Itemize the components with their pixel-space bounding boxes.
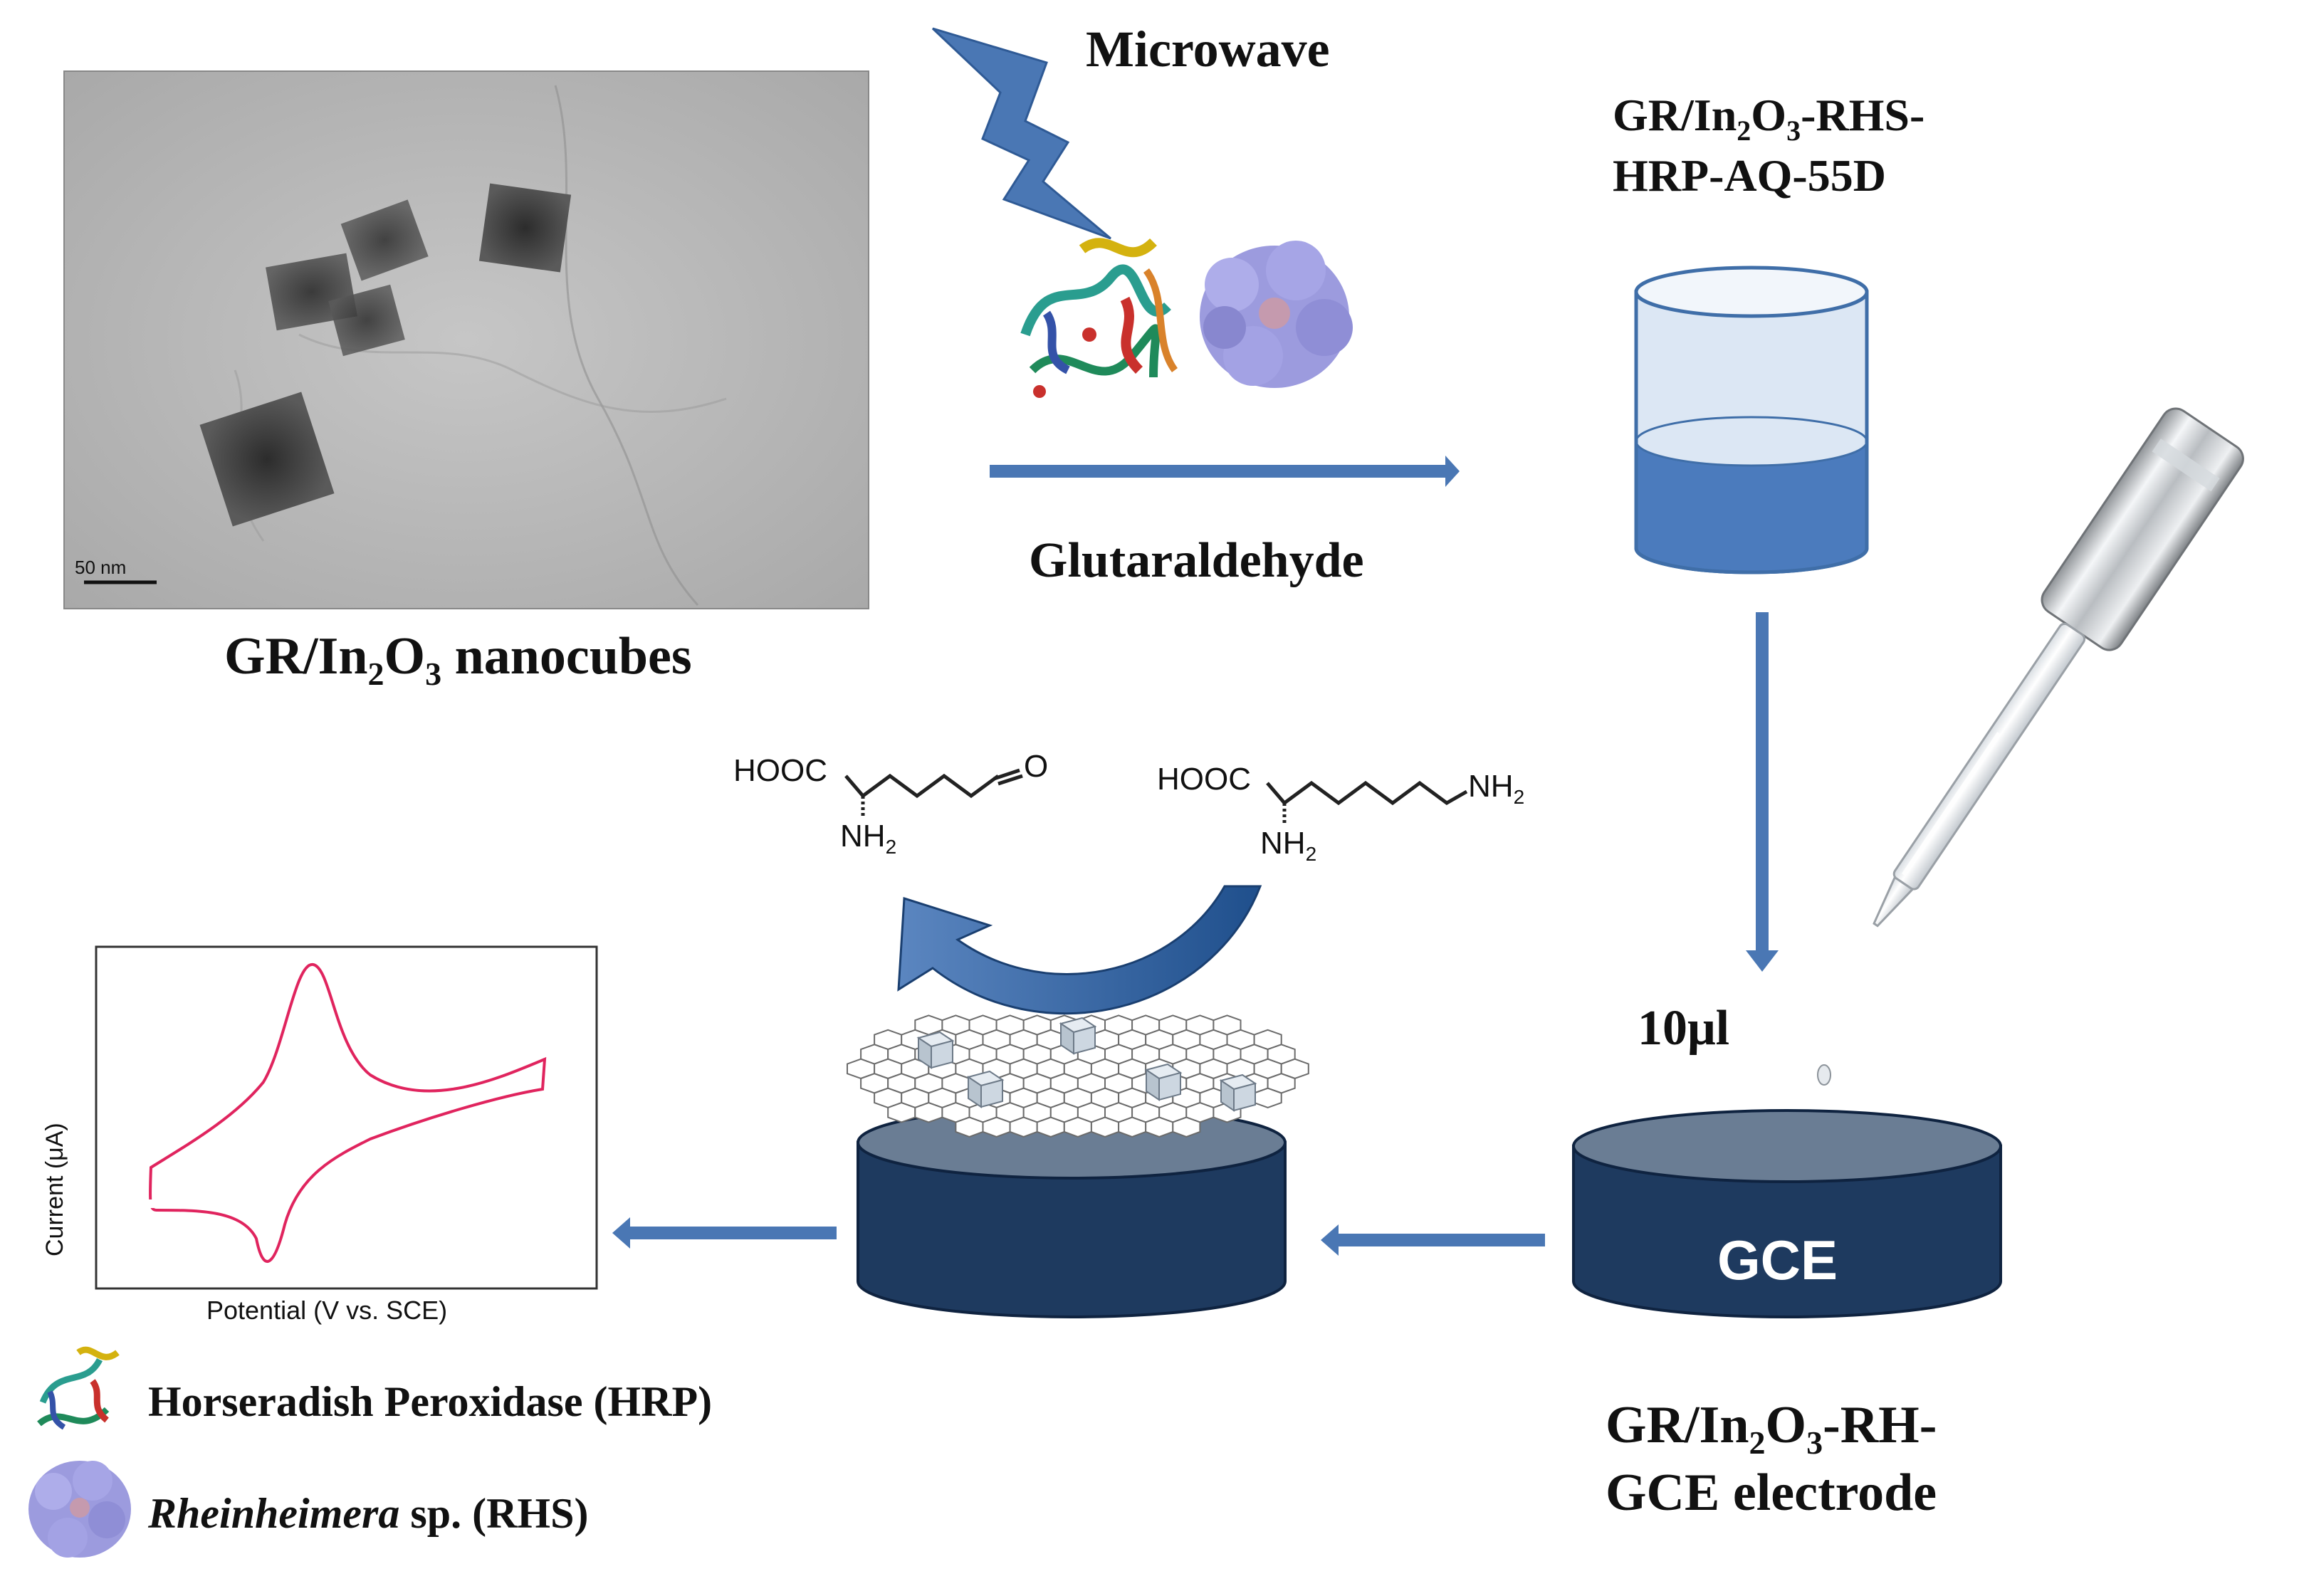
electrode-label-line1: GR/In2O3-RH- <box>1606 1395 1937 1461</box>
solution-subscript: 2 <box>1737 114 1751 147</box>
nanocube <box>478 183 572 273</box>
microwave-label: Microwave <box>1086 21 1330 78</box>
in2o3-cube-icon <box>916 1017 1257 1112</box>
legend-hrp-text: Horseradish Peroxidase (HRP) <box>148 1378 713 1425</box>
substrate-amine-text: NH <box>1260 826 1306 861</box>
arrow-right-top <box>990 456 1460 487</box>
lightning-bolt-icon <box>931 27 1111 240</box>
legend-hrp-icon <box>37 1346 120 1430</box>
solution-label-part: GR/In <box>1613 90 1737 140</box>
gce-label: GCE <box>1717 1229 1838 1291</box>
graphene-hexagon <box>982 1116 1011 1138</box>
graphene-hexagon <box>955 1116 984 1138</box>
scale-bar-label: 50 nm <box>75 557 127 578</box>
nanocube <box>199 392 335 527</box>
cv-xlabel: Potential (V vs. SCE) <box>206 1296 448 1325</box>
graphene-hexagon <box>1090 1116 1120 1138</box>
legend-rhs-icon <box>28 1461 131 1558</box>
substrate-amine-label: NH2 <box>1260 826 1316 866</box>
hrp-protein-icon <box>1020 238 1178 398</box>
solution-label-part: O <box>1751 90 1787 140</box>
substrate-acid-label: HOOC <box>1157 762 1251 797</box>
nanocubes-label-part: GR/In <box>224 627 368 686</box>
arrow-left-bottom <box>612 1217 837 1249</box>
arrow-left-middle <box>1321 1224 1545 1256</box>
solution-subscript: 3 <box>1786 114 1801 147</box>
rhs-protein-icon <box>1200 241 1353 388</box>
nanocube <box>328 284 405 357</box>
substrate-terminal-amine-label: NH2 <box>1468 769 1524 809</box>
substrate-amine-subscript: 2 <box>1305 842 1317 865</box>
product-acid-label: HOOC <box>733 753 827 788</box>
legend-rhs-label: Rheinheimera sp. (RHS) <box>148 1489 588 1538</box>
product-carbonyl-label: O <box>1024 749 1049 784</box>
electrode-label-line2: GCE electrode <box>1606 1464 1937 1522</box>
electrode-label-part: -RH- <box>1823 1396 1937 1454</box>
cv-plot <box>95 945 598 1290</box>
graphene-hexagon <box>1009 1116 1038 1138</box>
legend-rhs-text: sp. (RHS) <box>399 1490 589 1537</box>
product-amine-text: NH <box>840 819 886 854</box>
solution-label-part: -RHS- <box>1801 90 1925 140</box>
graphene-hexagon <box>1118 1116 1147 1138</box>
product-structure <box>844 768 1023 819</box>
solution-label-line1: GR/In2O3-RHS- <box>1613 89 1924 147</box>
solution-label-line2: HRP-AQ-55D <box>1613 150 1886 201</box>
electrode-label-part: O <box>1765 1396 1807 1454</box>
nanocube <box>340 199 429 281</box>
nanocubes-label-part: nanocubes <box>441 627 692 686</box>
gce-electrode <box>1572 1109 2002 1318</box>
arrow-down <box>1746 612 1779 972</box>
volume-label: 10μl <box>1638 1001 1730 1056</box>
product-amine-subscript: 2 <box>885 835 897 858</box>
graphene-hexagon <box>887 1102 916 1123</box>
graphene-hexagon <box>914 1102 943 1123</box>
electrode-subscript: 3 <box>1806 1424 1823 1461</box>
cv-ylabel: Current (μA) <box>41 1123 68 1256</box>
graphene-hexagon <box>1253 1087 1282 1108</box>
graphene-hexagon <box>1172 1116 1201 1138</box>
substrate-structure <box>1266 780 1468 826</box>
graphene-hexagon <box>1145 1116 1174 1138</box>
solution-container <box>1634 266 1869 574</box>
product-amine-label: NH2 <box>840 819 896 859</box>
nanocubes-subscript: 2 <box>367 655 384 692</box>
cv-curve <box>148 963 547 1263</box>
curved-arrow-icon <box>897 885 1262 1015</box>
substrate-terminal-amine-text: NH <box>1468 769 1514 804</box>
pipette-dropper-icon <box>1817 407 2244 1086</box>
glutaraldehyde-label: Glutaraldehyde <box>1029 533 1364 588</box>
modified-electrode <box>857 1106 1287 1318</box>
cv-plot-frame <box>95 945 598 1290</box>
nanocubes-subscript: 3 <box>425 655 442 692</box>
electrode-label-part: GR/In <box>1606 1396 1749 1454</box>
legend-hrp-label: Horseradish Peroxidase (HRP) <box>148 1377 712 1427</box>
electrode-subscript: 2 <box>1749 1424 1766 1461</box>
nanocubes-label: GR/In2O3 nanocubes <box>224 626 692 693</box>
tem-micrograph <box>63 70 869 609</box>
substrate-terminal-amine-subscript: 2 <box>1513 785 1525 808</box>
nanocubes-label-part: O <box>384 627 426 686</box>
legend-rhs-italic: Rheinheimera <box>148 1490 400 1537</box>
graphene-hexagon <box>1063 1116 1092 1138</box>
graphene-hexagon <box>1036 1116 1065 1138</box>
